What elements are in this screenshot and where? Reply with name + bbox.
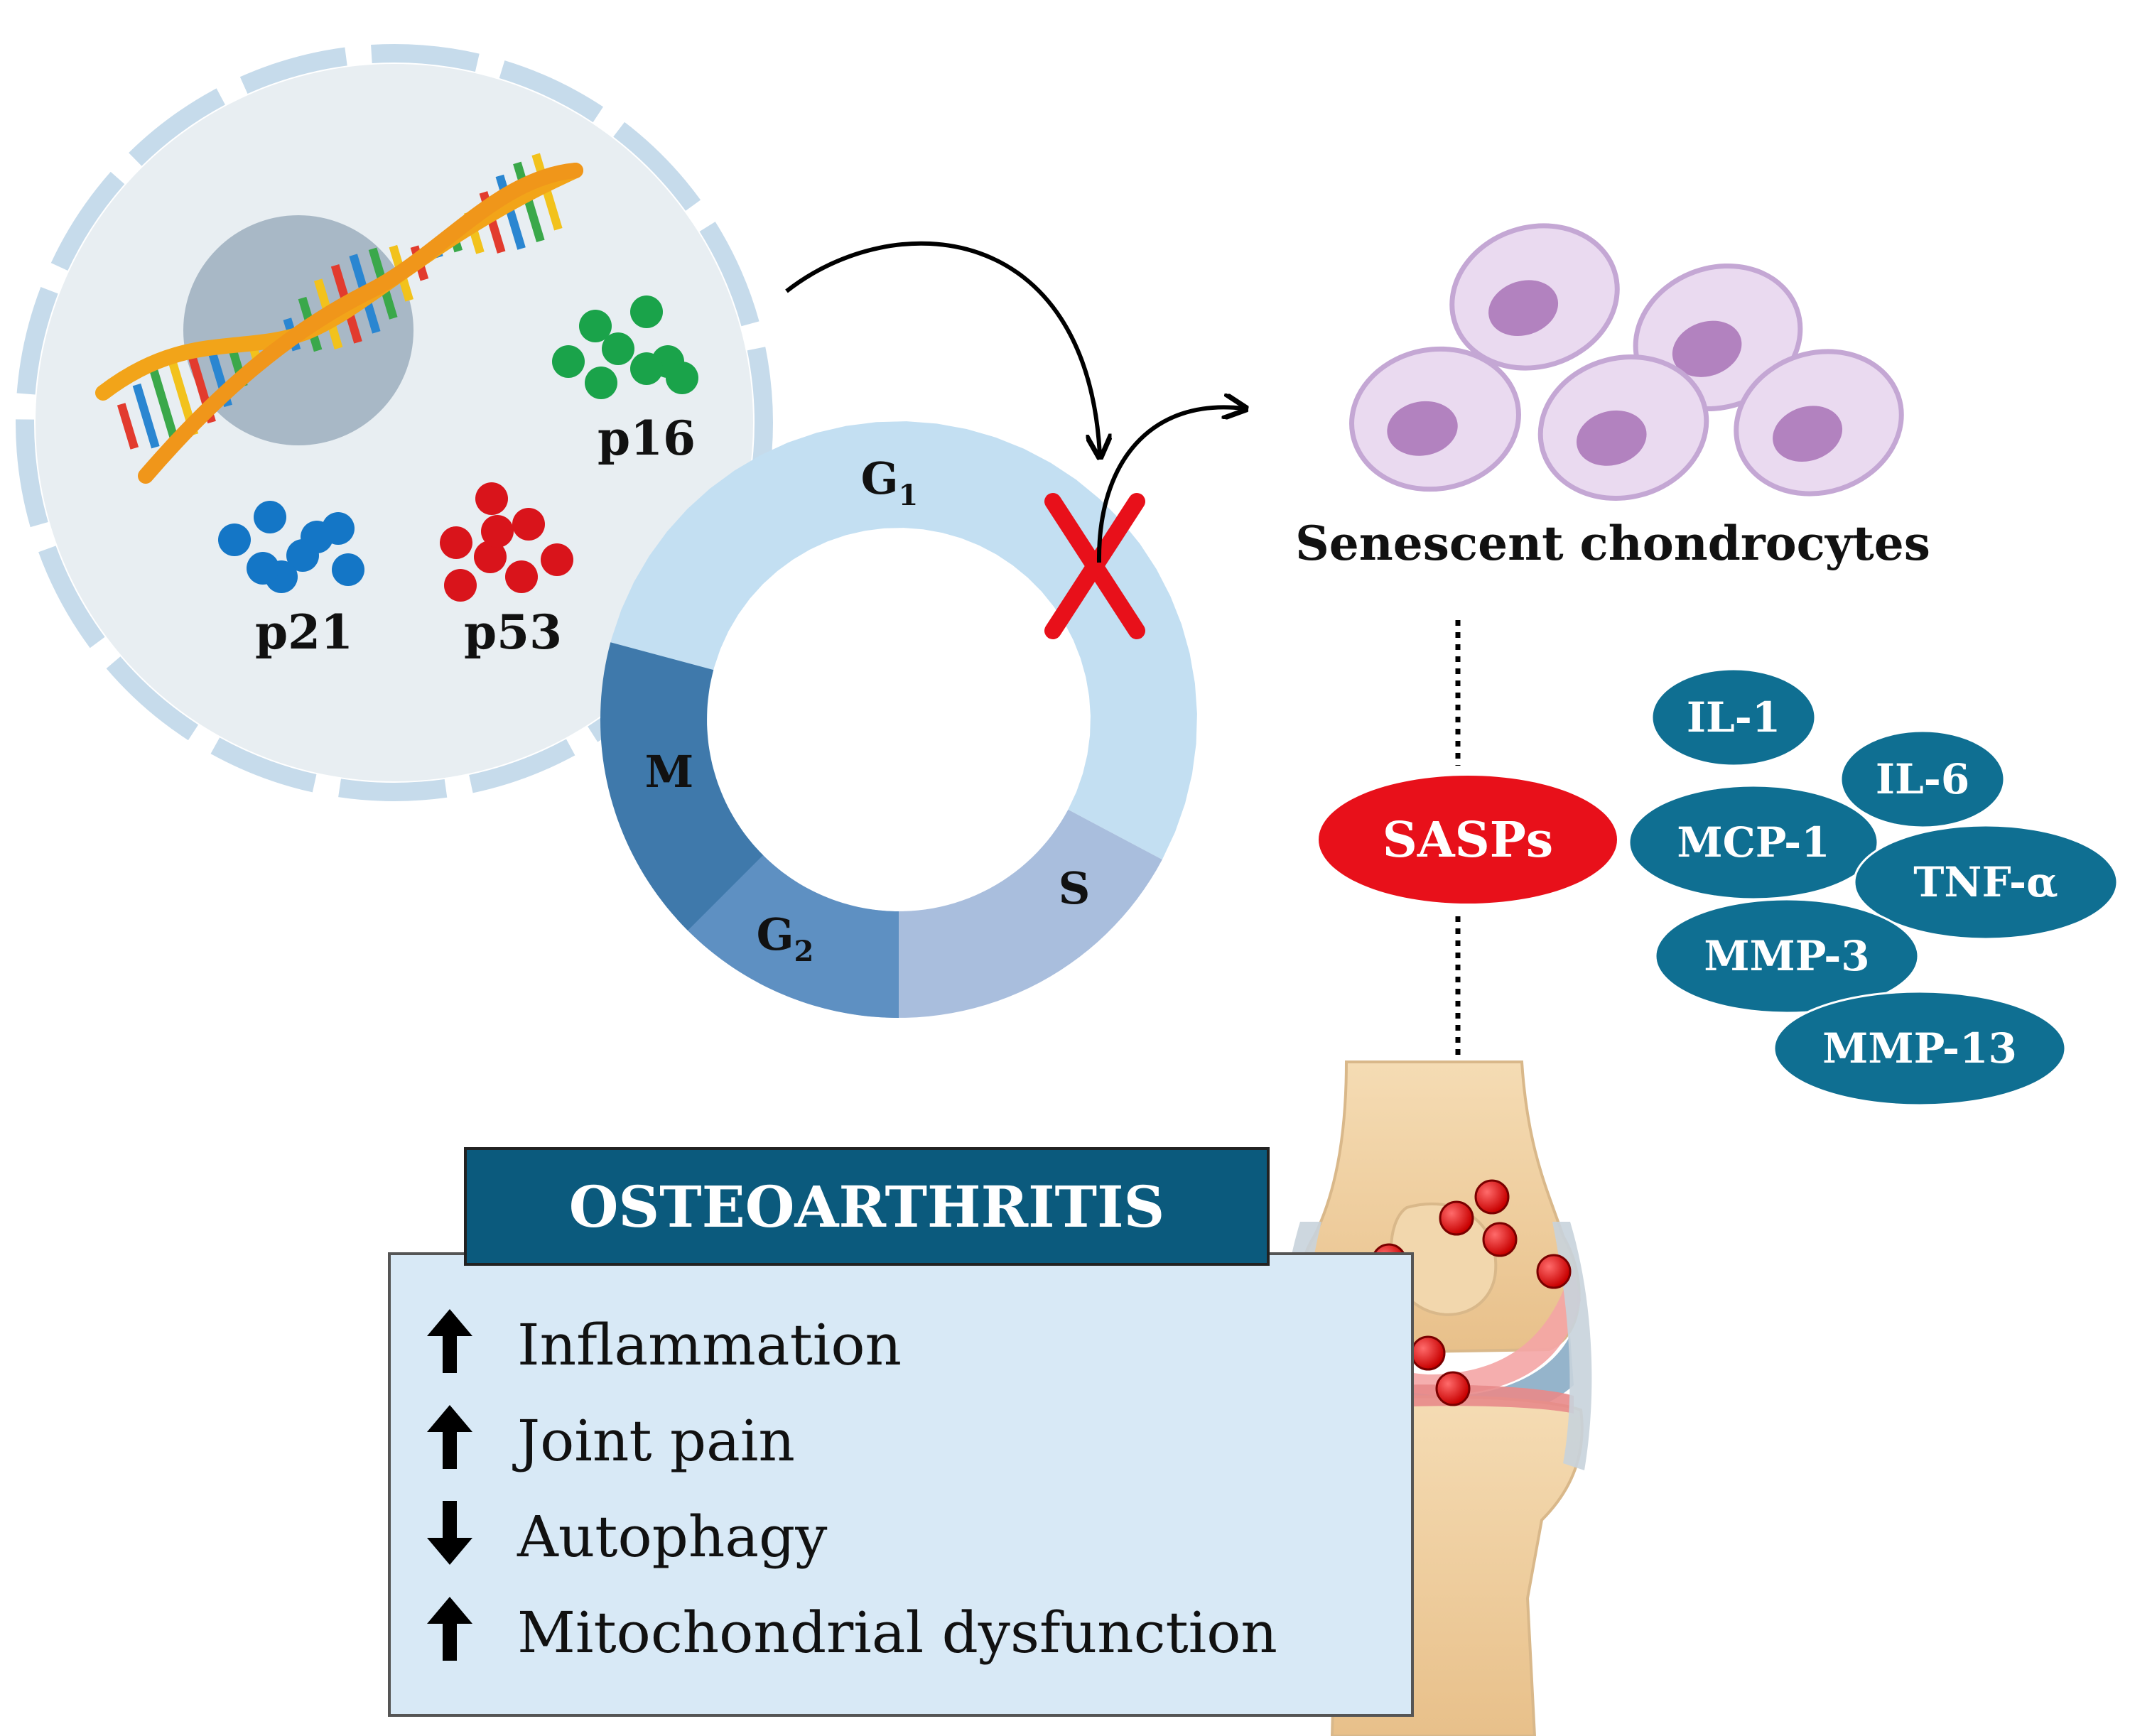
oa-outcome-item: Mitochondrial dysfunction bbox=[517, 1600, 1277, 1666]
sasp-factor-ellipse bbox=[1654, 898, 1920, 1014]
protein-dot bbox=[474, 541, 507, 573]
protein-dot bbox=[475, 482, 508, 515]
sasp-factor-label: TNF-α bbox=[1913, 858, 2058, 906]
sasp-particle bbox=[1474, 1179, 1510, 1215]
protein-dot bbox=[481, 515, 514, 548]
phase-g1-segment bbox=[600, 421, 1197, 860]
oa-title: OSTEOARTHRITIS bbox=[569, 1173, 1165, 1240]
protein-dot bbox=[666, 362, 698, 394]
sasp-factor-ellipse bbox=[1773, 990, 2067, 1107]
sasp-factor-label: MCP-1 bbox=[1677, 818, 1829, 867]
protein-dot bbox=[301, 521, 333, 553]
sasp-particle bbox=[1410, 1335, 1446, 1371]
sasp-factor-ellipse bbox=[1650, 668, 1817, 767]
exit-arrow bbox=[1096, 407, 1243, 563]
protein-dot bbox=[247, 552, 279, 585]
sasp-particle bbox=[1435, 1371, 1471, 1406]
down-arrow-icon bbox=[427, 1501, 472, 1565]
dna-rung bbox=[132, 383, 160, 449]
p21-cluster bbox=[218, 501, 364, 593]
protein-dot bbox=[254, 501, 286, 533]
dna-helix-icon bbox=[95, 153, 583, 484]
up-arrow-icon bbox=[427, 1309, 472, 1373]
cell-cycle-ring bbox=[600, 421, 1197, 1018]
protein-dot bbox=[630, 352, 663, 385]
sasp-ellipse bbox=[1319, 776, 1617, 904]
chondrocyte-cluster bbox=[1349, 223, 1904, 501]
sasp-particle bbox=[1482, 1222, 1518, 1257]
protein-dot bbox=[444, 569, 477, 602]
phase-g2-label: G2 bbox=[757, 908, 814, 968]
sasp-factor-label: MMP-13 bbox=[1822, 1024, 2017, 1073]
phase-m-segment bbox=[600, 642, 764, 931]
cell-membrane bbox=[16, 44, 773, 801]
dna-rung bbox=[513, 161, 545, 243]
protein-dot bbox=[218, 523, 251, 556]
sasp-factor-ellipse bbox=[1853, 824, 2119, 940]
chondrocyte bbox=[1349, 346, 1521, 492]
sasp-factor-ellipse bbox=[1839, 729, 2006, 829]
p16-cluster bbox=[552, 295, 698, 399]
oa-outcome-item: Autophagy bbox=[517, 1504, 827, 1570]
dna-rung bbox=[148, 367, 180, 445]
up-arrow-icon bbox=[427, 1405, 472, 1469]
p21-label: p21 bbox=[255, 604, 353, 660]
protein-dot bbox=[505, 560, 538, 593]
up-arrow-icon bbox=[427, 1597, 472, 1661]
sasp-factor-label: IL-1 bbox=[1687, 693, 1780, 742]
phase-m-label: M bbox=[645, 746, 694, 798]
chondrocyte bbox=[1537, 354, 1709, 501]
phase-s-label: S bbox=[1059, 862, 1091, 914]
cell-body bbox=[36, 64, 753, 781]
phase-g2-segment bbox=[676, 847, 899, 1018]
sasp-particle bbox=[1536, 1254, 1572, 1289]
oa-outcome-item: Joint pain bbox=[512, 1408, 795, 1474]
sasp-factor-label: MMP-3 bbox=[1704, 932, 1869, 980]
protein-dot bbox=[630, 295, 663, 328]
sasp-particle bbox=[1439, 1200, 1474, 1236]
dna-rung bbox=[117, 403, 139, 450]
protein-dot bbox=[552, 345, 585, 378]
senescent-chondrocytes-label: Senescent chondrocytes bbox=[1295, 516, 1930, 571]
oa-title-box bbox=[464, 1147, 1270, 1266]
oa-outcome-item: Inflammation bbox=[517, 1312, 902, 1378]
cycle-arrest-x-icon bbox=[1044, 493, 1145, 639]
dna-strand-b bbox=[138, 163, 583, 484]
p16-label: p16 bbox=[598, 411, 696, 466]
oa-panel-body bbox=[388, 1252, 1414, 1717]
p53-label: p53 bbox=[464, 604, 562, 660]
protein-dot bbox=[602, 332, 634, 365]
protein-dot bbox=[512, 508, 545, 541]
p53-cluster bbox=[440, 482, 573, 602]
chondrocyte bbox=[1449, 223, 1620, 371]
protein-dot bbox=[579, 310, 612, 342]
sasp-factor-ellipse bbox=[1628, 784, 1879, 901]
arrest-arrow bbox=[785, 241, 1100, 455]
sasp-label: SASPs bbox=[1383, 812, 1553, 869]
sasp-factor-label: IL-6 bbox=[1876, 755, 1969, 803]
protein-dot bbox=[440, 526, 472, 559]
protein-dot bbox=[541, 543, 573, 576]
ligament-right bbox=[1552, 1222, 1592, 1470]
phase-g1-label: G1 bbox=[861, 452, 919, 512]
protein-dot bbox=[332, 553, 364, 586]
chondrocyte bbox=[1734, 349, 1904, 497]
protein-dot bbox=[585, 367, 617, 399]
